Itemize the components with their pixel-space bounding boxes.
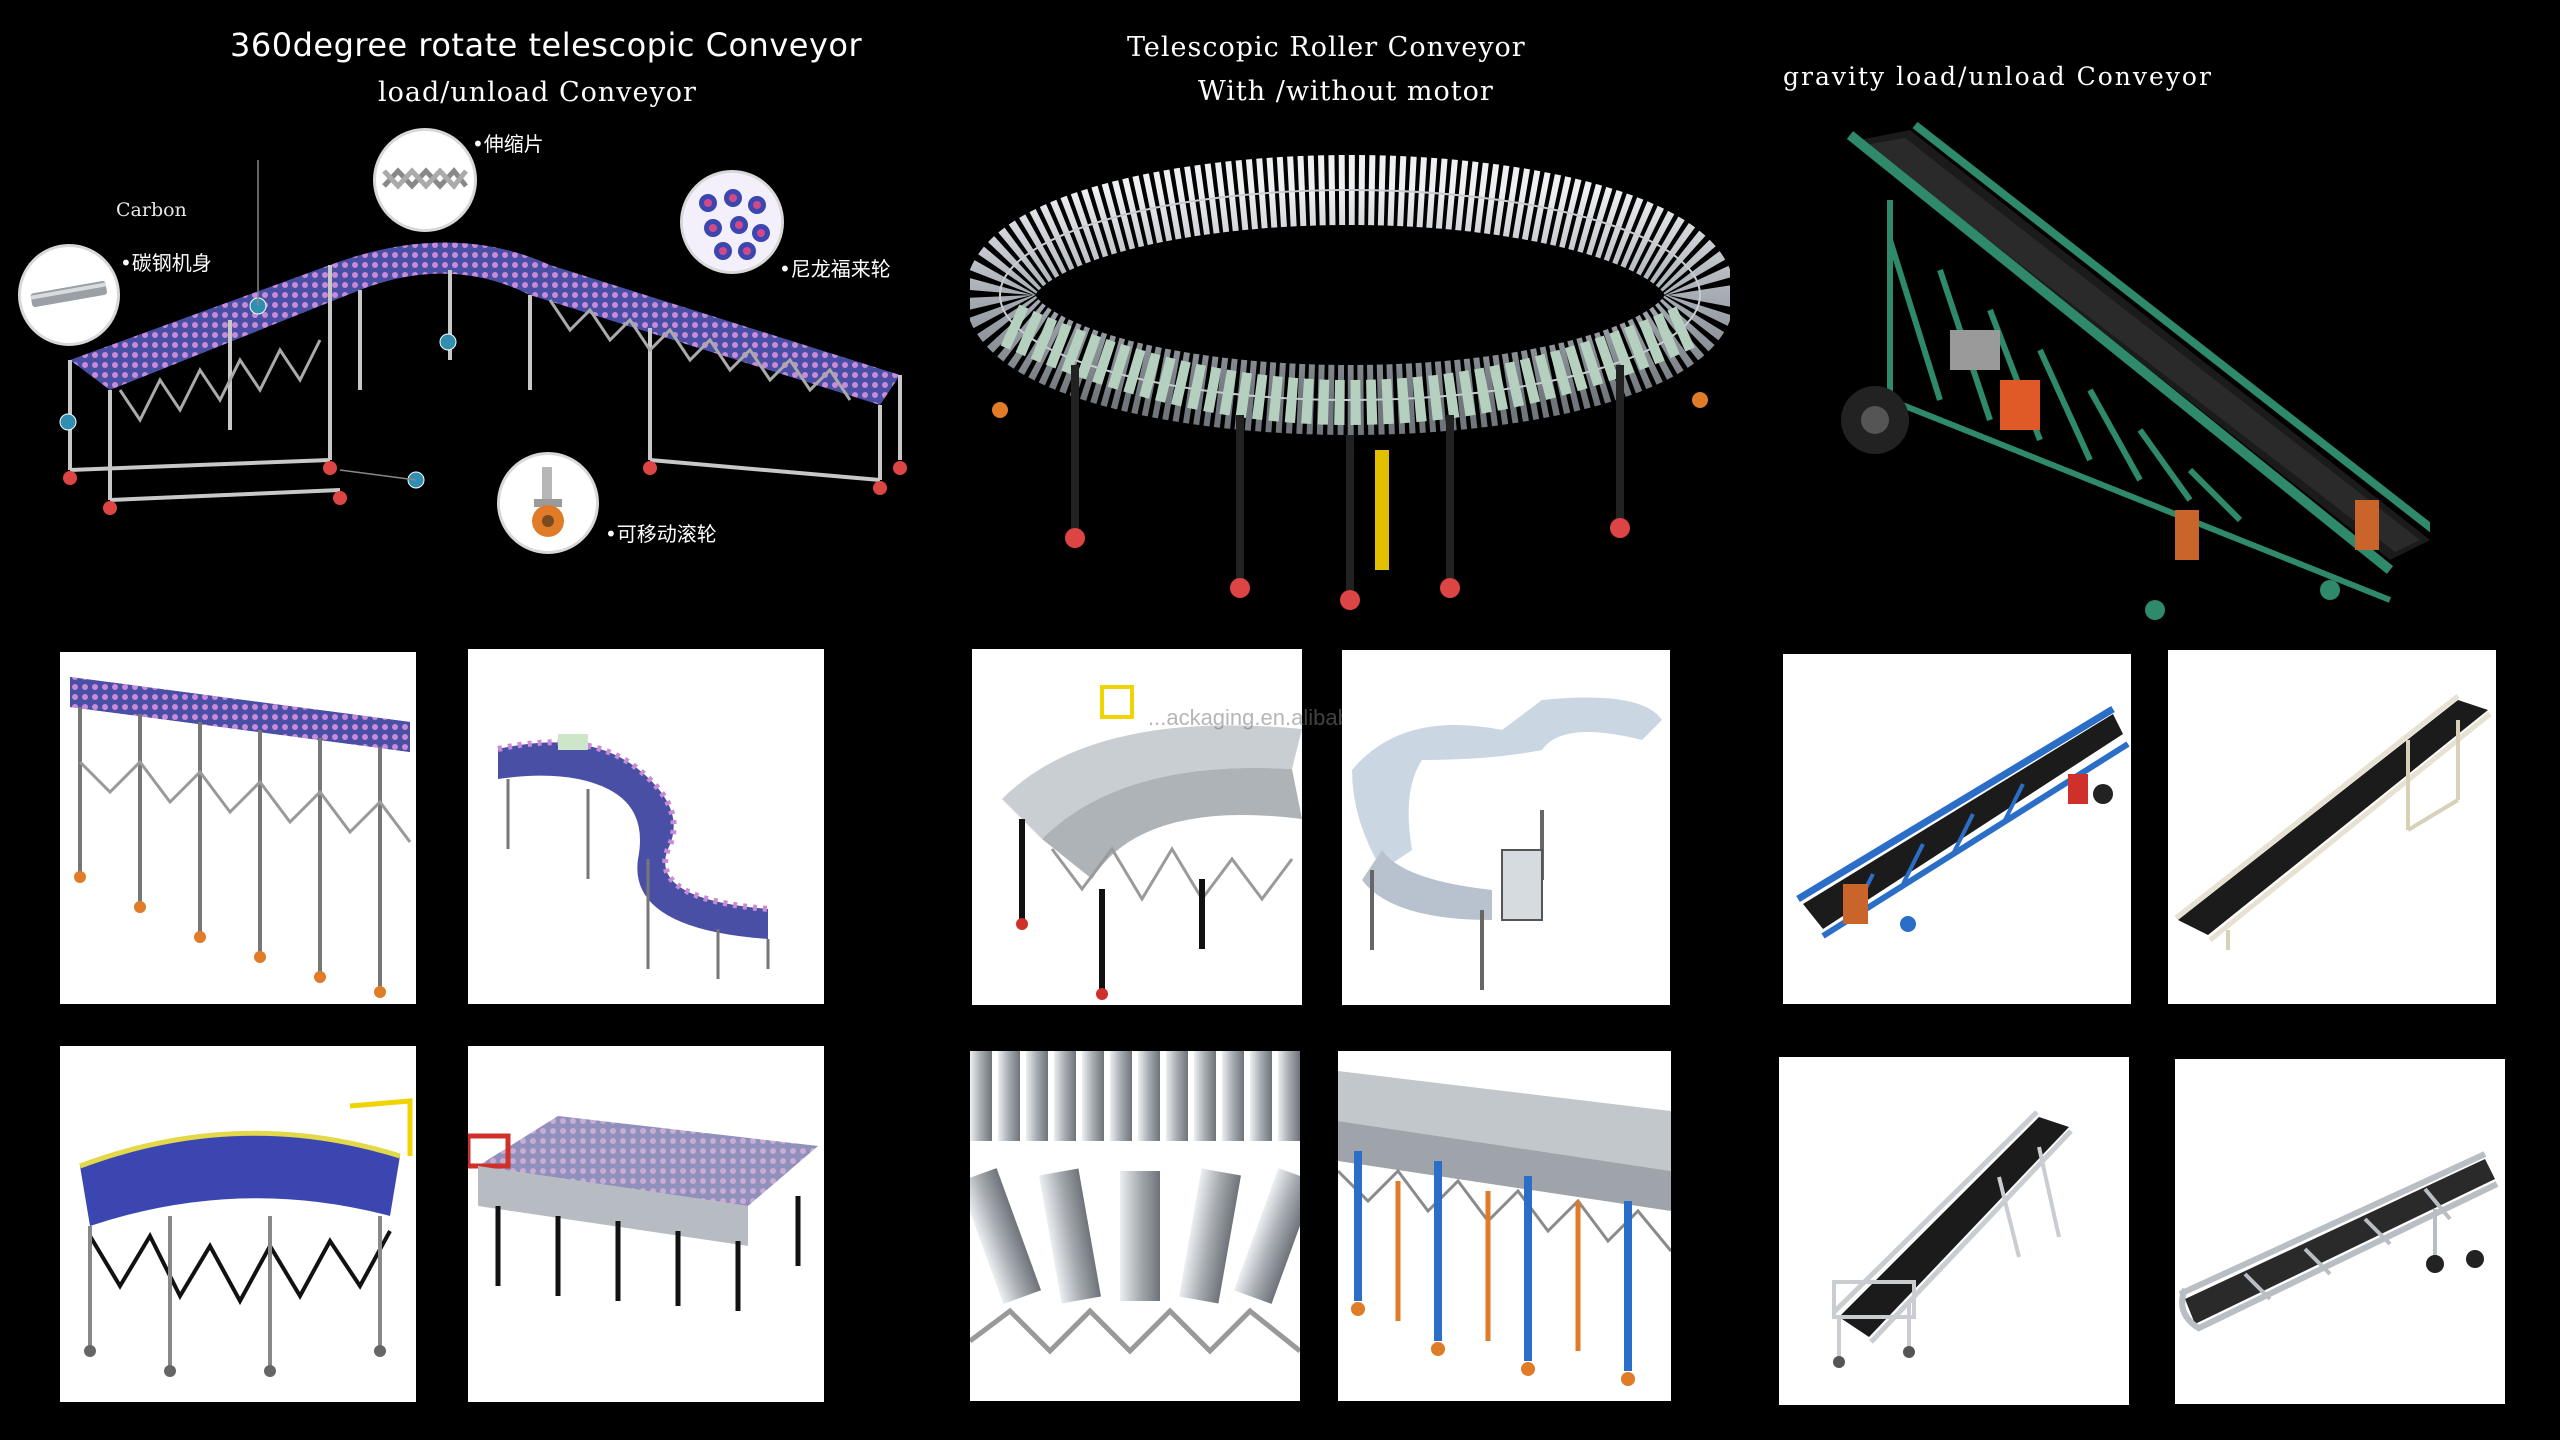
- roller-conveyor-blue-legs-photo: [1338, 1051, 1671, 1401]
- curved-roller-conveyor-icon: [1002, 685, 1302, 1000]
- skate-conveyor-red-handle-photo: [468, 1046, 824, 1402]
- skate-conveyor-wide-photo: [60, 1046, 416, 1402]
- belt-conveyor-white-frame-photo: [2168, 650, 2496, 1004]
- scissor-link-icon: [382, 167, 468, 190]
- middle-title-line2: With /without motor: [1198, 76, 1494, 107]
- nylon-wheel-bubble: [680, 170, 784, 274]
- blue-frame-belt-conveyor-icon: [1796, 706, 2130, 939]
- roller-conveyor-closeup-photo: [970, 1051, 1300, 1401]
- roller-closeup-icon: [970, 1051, 1300, 1355]
- straight-skate-conveyor-icon: [70, 677, 412, 998]
- callout-carbon-body: 碳钢机身: [120, 247, 212, 276]
- blue-leg-roller-conveyor-icon: [1338, 1071, 1671, 1386]
- skate-conveyor-s-curve-photo: [468, 649, 824, 1004]
- callout-caster: 可移动滚轮: [605, 518, 717, 547]
- red-handle-skate-conveyor-icon: [468, 1116, 818, 1311]
- white-frame-belt-conveyor-icon: [2174, 694, 2492, 950]
- callout-retract-plate: 伸缩片: [472, 128, 544, 157]
- skate-conveyor-straight-photo: [60, 652, 416, 1004]
- inclined-belt-conveyor-icon: [1841, 121, 2430, 620]
- left-title-line2: load/unload Conveyor: [378, 77, 697, 108]
- snake-roller-conveyor-icon: [1352, 697, 1662, 990]
- steel-rail-icon: [30, 280, 107, 308]
- carbon-note: Carbon: [116, 199, 187, 221]
- silver-frame-belt-conveyor-icon: [2178, 1151, 2499, 1332]
- skate-wheel-cluster-icon: [683, 173, 781, 271]
- left-title-line1: 360degree rotate telescopic Conveyor: [230, 26, 863, 64]
- belt-conveyor-hopper-photo: [1779, 1057, 2129, 1405]
- callout-nylon-wheel: 尼龙福来轮: [779, 253, 891, 282]
- roller-conveyor-snake-photo: [1342, 650, 1670, 1005]
- caster-wheel-icon: [532, 467, 564, 537]
- circular-roller-conveyor-icon: [970, 155, 1730, 610]
- retract-plate-bubble: [373, 128, 477, 232]
- wide-skate-conveyor-icon: [79, 1098, 413, 1377]
- carbon-body-bubble: [18, 244, 120, 346]
- skate-conveyor-curve-icon: [59, 160, 907, 515]
- hopper-belt-conveyor-icon: [1832, 1110, 2073, 1368]
- belt-conveyor-hero-image: [1830, 120, 2430, 640]
- roller-conveyor-curve-black-photo: [972, 649, 1302, 1005]
- belt-conveyor-blue-frame-photo: [1783, 654, 2131, 1004]
- circular-roller-conveyor-hero-image: [970, 150, 1730, 630]
- right-title: gravity load/unload Conveyor: [1783, 62, 2213, 91]
- middle-title-line1: Telescopic Roller Conveyor: [1127, 32, 1526, 63]
- s-curve-skate-conveyor-icon: [497, 734, 770, 979]
- skate-conveyor-hero-image: [30, 160, 930, 540]
- caster-bubble: [497, 452, 599, 554]
- belt-conveyor-silver-frame-photo: [2175, 1059, 2505, 1404]
